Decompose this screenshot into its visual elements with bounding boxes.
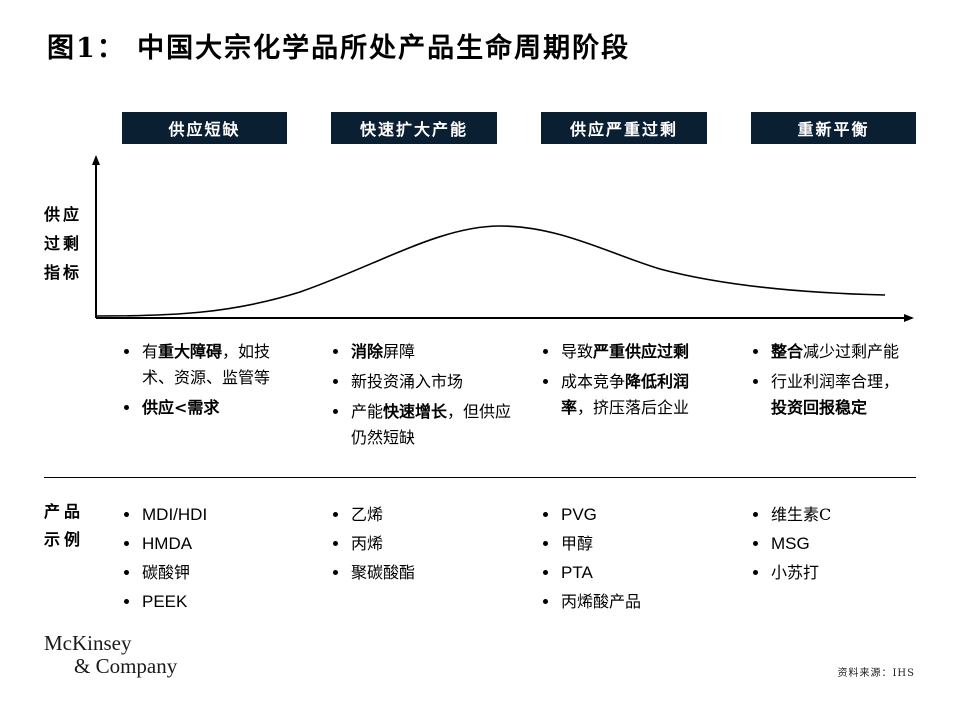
description-item: 有重大障碍，如技术、资源、监管等 [122, 339, 297, 391]
description-list: 导致严重供应过剩成本竞争降低利润率，挤压落后企业 [541, 339, 701, 421]
emphasis-text: 整合 [771, 342, 804, 361]
source-note: 资料来源：IHS [837, 668, 915, 679]
y-axis-label-line: 供应 [44, 205, 83, 224]
stage-description-capacity-expansion: 消除屏障新投资涌入市场产能快速增长，但供应仍然短缺 [331, 339, 516, 455]
stage-description-oversupply: 导致严重供应过剩成本竞争降低利润率，挤压落后企业 [541, 339, 701, 425]
description-list: 消除屏障新投资涌入市场产能快速增长，但供应仍然短缺 [331, 339, 516, 451]
description-item: 产能快速增长，但供应仍然短缺 [331, 399, 516, 451]
example-item: 丙烯 [331, 529, 511, 558]
emphasis-text: 投资回报稳定 [771, 398, 868, 417]
example-item: MSG [751, 529, 911, 558]
example-item: 甲醇 [541, 529, 721, 558]
example-list: 乙烯丙烯聚碳酸酯 [331, 500, 511, 587]
examples-label-line: 产品 [44, 502, 85, 521]
description-text: ，挤压落后企业 [577, 398, 690, 417]
y-axis-label: 供应 过剩 指标 [44, 200, 92, 287]
emphasis-text: 降低利润率 [561, 372, 690, 417]
description-text: ，但供应仍然短缺 [351, 402, 512, 447]
example-item: 碳酸钾 [122, 558, 302, 587]
examples-label-line: 示例 [44, 530, 85, 549]
description-text: 行业利润率合理， [771, 372, 900, 391]
description-text: 有 [142, 342, 159, 361]
example-item: PVG [541, 500, 721, 529]
example-item: 聚碳酸酯 [331, 558, 511, 587]
section-divider [44, 477, 916, 478]
description-item: 整合减少过剩产能 [751, 339, 911, 365]
y-axis-label-line: 指标 [44, 263, 83, 282]
emphasis-text: 供应<需求 [142, 398, 220, 417]
description-text: 导致 [561, 342, 594, 361]
examples-capacity-expansion: 乙烯丙烯聚碳酸酯 [331, 500, 511, 587]
description-text: 减少过剩产能 [803, 342, 900, 361]
description-item: 导致严重供应过剩 [541, 339, 701, 365]
stage-description-rebalance: 整合减少过剩产能行业利润率合理， 投资回报稳定 [751, 339, 911, 425]
description-text: 成本竞争 [561, 372, 626, 391]
example-item: HMDA [122, 529, 302, 558]
emphasis-text: 严重供应过剩 [593, 342, 690, 361]
example-item: 小苏打 [751, 558, 911, 587]
logo-line: McKinsey [44, 631, 132, 655]
lifecycle-curve-chart [92, 155, 914, 322]
description-text: 新投资涌入市场 [351, 372, 464, 391]
description-list: 有重大障碍，如技术、资源、监管等供应<需求 [122, 339, 297, 421]
description-item: 消除屏障 [331, 339, 516, 365]
emphasis-text: 重大障碍 [158, 342, 223, 361]
description-item: 行业利润率合理， 投资回报稳定 [751, 369, 911, 421]
description-item: 供应<需求 [122, 395, 297, 421]
stage-header-capacity-expansion: 快速扩大产能 [331, 112, 497, 144]
stage-description-shortage: 有重大障碍，如技术、资源、监管等供应<需求 [122, 339, 297, 425]
example-item: PEEK [122, 587, 302, 616]
example-item: 乙烯 [331, 500, 511, 529]
description-list: 整合减少过剩产能行业利润率合理， 投资回报稳定 [751, 339, 911, 421]
description-text: 产能 [351, 402, 384, 421]
emphasis-text: 消除 [351, 342, 384, 361]
example-item: PTA [541, 558, 721, 587]
description-item: 成本竞争降低利润率，挤压落后企业 [541, 369, 701, 421]
description-item: 新投资涌入市场 [331, 369, 516, 395]
mckinsey-logo: McKinsey & Company [44, 632, 177, 678]
stage-header-oversupply: 供应严重过剩 [541, 112, 707, 144]
emphasis-text: 快速增长 [383, 402, 448, 421]
example-item: MDI/HDI [122, 500, 302, 529]
page-title: 图1： 中国大宗化学品所处产品生命周期阶段 [47, 33, 631, 64]
lifecycle-curve [96, 225, 886, 317]
description-text: 屏障 [383, 342, 416, 361]
example-item: 丙烯酸产品 [541, 587, 721, 616]
stage-header-shortage: 供应短缺 [122, 112, 287, 144]
example-item: 维生素C [751, 500, 911, 529]
y-axis-label-line: 过剩 [44, 234, 83, 253]
stage-header-rebalance: 重新平衡 [751, 112, 916, 144]
description-text: ，如技术、资源、监管等 [142, 342, 271, 387]
logo-line: & Company [74, 654, 178, 678]
examples-label: 产品 示例 [44, 498, 104, 554]
